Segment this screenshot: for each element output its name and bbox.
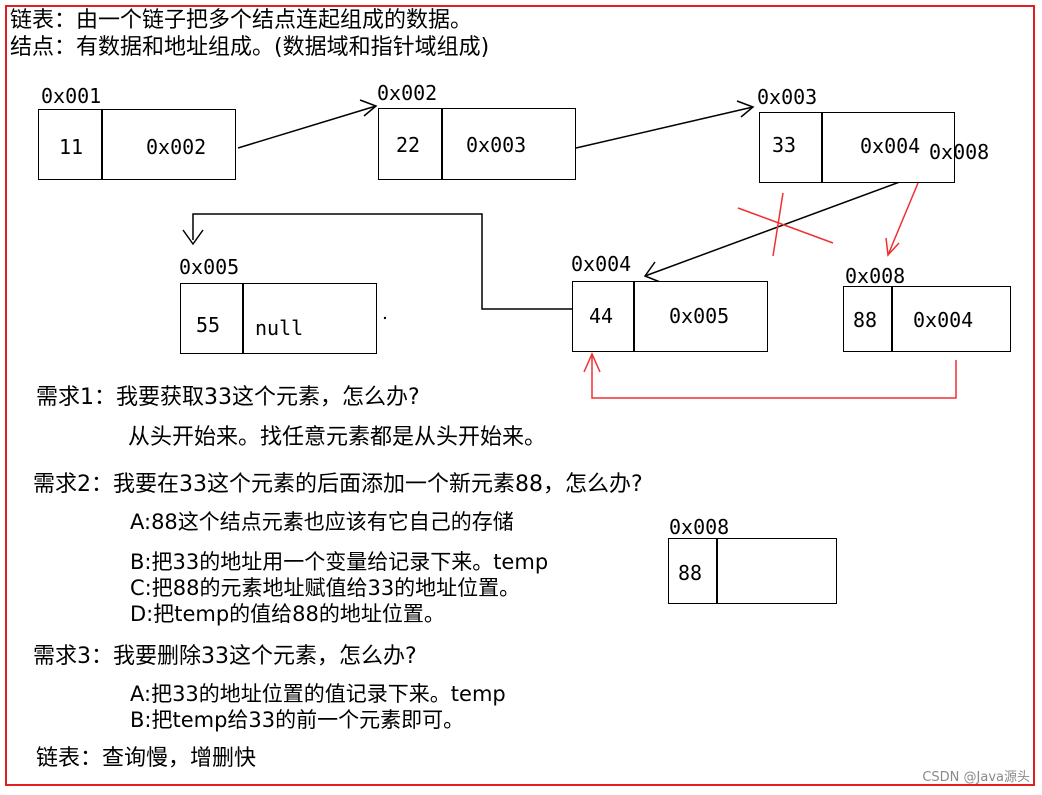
node-address-0x005: 0x005	[179, 255, 240, 279]
node-data: 11	[59, 135, 84, 159]
node-0x008: 88 0x004	[843, 286, 1011, 352]
intro-line-node: 结点：有数据和地址组成。(数据域和指针域组成)	[10, 35, 490, 60]
node-data: 55	[196, 313, 221, 337]
node-data: 88	[853, 308, 878, 332]
red-arrow-003-to-008	[885, 182, 919, 257]
node-data: 88	[678, 561, 703, 585]
requirement-2-step-b: B:把33的地址用一个变量给记录下来。temp	[130, 550, 549, 574]
requirement-1-title: 需求1：我要获取33这个元素，怎么办?	[36, 385, 420, 410]
cross-out-mark-old-link	[737, 192, 834, 257]
node-pointer: null	[255, 316, 304, 340]
node-pointer: 0x003	[466, 133, 527, 157]
node-address-0x008: 0x008	[845, 264, 906, 288]
node-address-0x003: 0x003	[757, 85, 818, 109]
requirement-2-step-c: C:把88的元素地址赋值给33的地址位置。	[130, 576, 521, 600]
stray-dot	[383, 316, 387, 320]
requirement-2-step-d: D:把temp的值给88的地址位置。	[130, 602, 445, 626]
requirement-3-step-a: A:把33的地址位置的值记录下来。temp	[130, 682, 506, 706]
node-0x001: 11 0x002	[38, 109, 236, 180]
node-data: 44	[589, 304, 614, 328]
outer-frame	[5, 5, 1035, 786]
watermark: CSDN @Java源头	[922, 770, 1030, 785]
requirement-3-title: 需求3：我要删除33这个元素，怎么办?	[33, 644, 417, 669]
summary: 链表：查询慢，增删快	[36, 746, 257, 771]
node-pointer: 0x004	[913, 308, 974, 332]
node-address-0x001: 0x001	[41, 84, 102, 108]
node-data: 33	[772, 133, 797, 157]
requirement-1-answer: 从头开始来。找任意元素都是从头开始来。	[128, 425, 547, 450]
arrow-001-to-002	[237, 99, 378, 149]
node-0x003: 33 0x004	[759, 112, 955, 183]
node-data: 22	[396, 133, 421, 157]
arrow-004-to-005	[182, 213, 572, 310]
node-pointer-old: 0x004	[860, 134, 921, 158]
red-arrow-008-to-004	[583, 352, 957, 399]
node-pointer-new-0x008: 0x008	[929, 140, 990, 164]
node-0x004: 44 0x005	[572, 281, 768, 352]
node-0x005: 55 null	[180, 283, 377, 354]
arrow-003-to-004	[643, 179, 906, 283]
requirement-3-step-b: B:把temp给33的前一个元素即可。	[130, 708, 465, 732]
node-pointer: 0x005	[669, 304, 730, 328]
intro-line-linked-list: 链表：由一个链子把多个结点连起组成的数据。	[10, 8, 473, 33]
new-node-0x008: 88	[668, 538, 837, 604]
arrow-002-to-003	[575, 100, 755, 149]
new-node-address-0x008: 0x008	[669, 515, 730, 539]
node-pointer: 0x002	[146, 135, 207, 159]
node-address-0x004: 0x004	[571, 252, 632, 276]
requirement-2-title: 需求2：我要在33这个元素的后面添加一个新元素88，怎么办?	[33, 472, 643, 497]
requirement-2-step-a: A:88这个结点元素也应该有它自己的存储	[130, 510, 514, 534]
node-address-0x002: 0x002	[377, 81, 438, 105]
node-0x002: 22 0x003	[378, 108, 576, 180]
